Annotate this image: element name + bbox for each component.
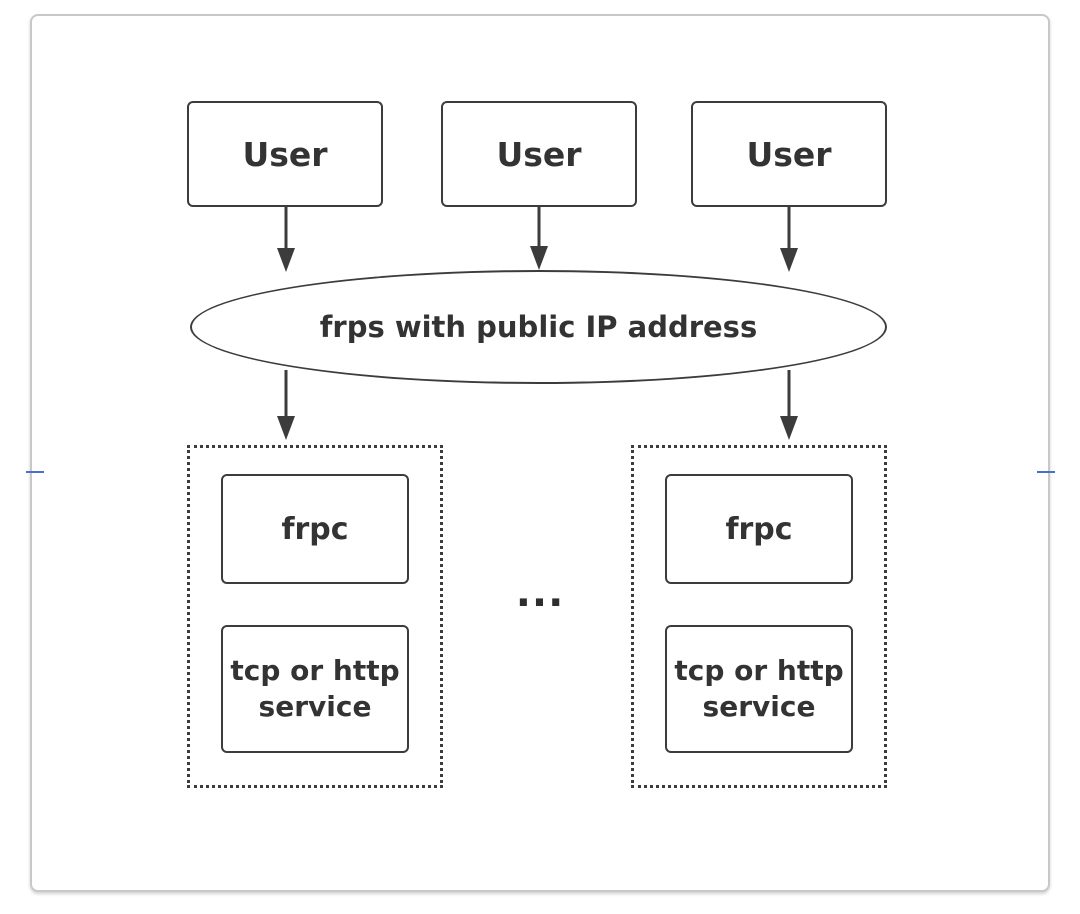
user-box-2: User <box>441 101 637 207</box>
user-box-1: User <box>187 101 383 207</box>
right-edge-marker <box>1037 471 1055 473</box>
service-label-1: tcp or http service <box>230 654 400 723</box>
user-label-3: User <box>746 134 832 174</box>
user-label-1: User <box>242 134 328 174</box>
user-box-3: User <box>691 101 887 207</box>
service-label-2: tcp or http service <box>674 654 844 723</box>
frps-server-ellipse: frps with public IP address <box>190 270 887 384</box>
user-label-2: User <box>496 134 582 174</box>
frpc-box-2: frpc <box>665 474 853 584</box>
left-edge-marker <box>26 471 44 473</box>
ellipsis-more-clients: ... <box>515 570 565 616</box>
client-group-1 <box>187 445 443 788</box>
service-box-1: tcp or http service <box>221 625 409 753</box>
frpc-label-1: frpc <box>281 511 349 547</box>
frpc-box-1: frpc <box>221 474 409 584</box>
frps-server-label: frps with public IP address <box>319 310 758 344</box>
client-group-2 <box>631 445 887 788</box>
frpc-label-2: frpc <box>725 511 793 547</box>
service-box-2: tcp or http service <box>665 625 853 753</box>
